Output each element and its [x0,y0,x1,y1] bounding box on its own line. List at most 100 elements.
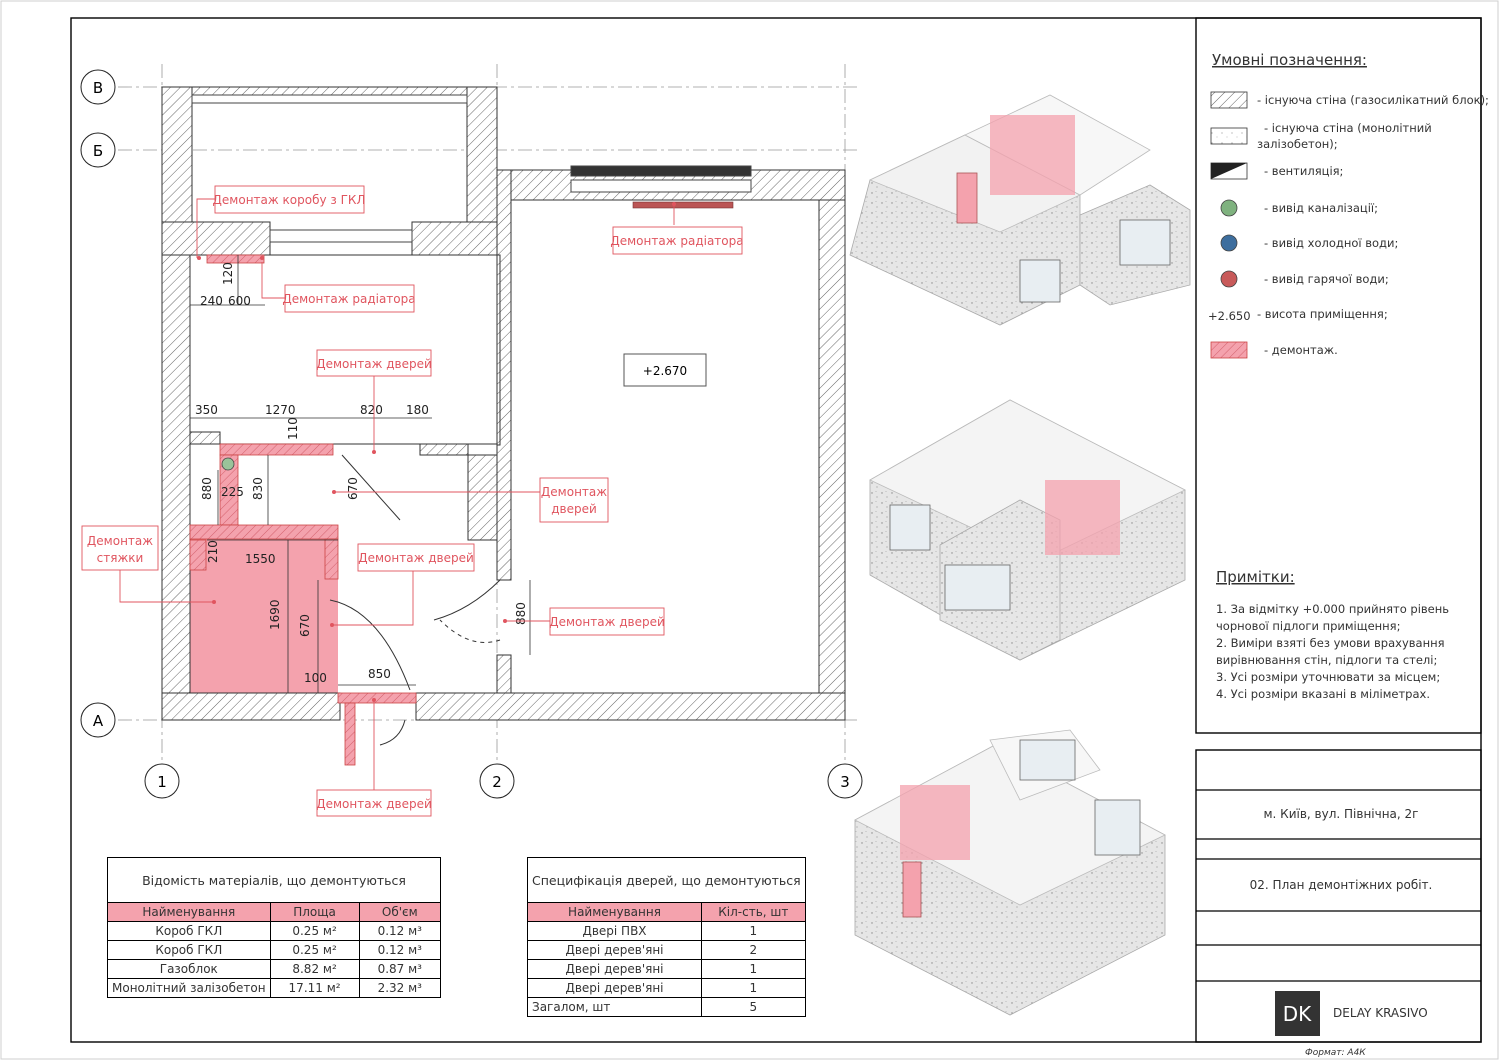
note-line-3: 2. Виміри взяті без умови врахування [1216,636,1445,650]
dim-880a: 880 [200,477,214,500]
callout-leaders [119,198,675,795]
legend-demolition-label: - демонтаж. [1264,343,1338,357]
dim-850: 850 [368,667,391,681]
dim-670a: 670 [346,477,360,500]
legend-height-symbol: +2.650 [1208,309,1251,323]
callout-door-4: Демонтаж дверей [549,615,665,629]
dim-1690: 1690 [268,599,282,630]
table-row: Монолітний залізобетон 17.11 м² 2.32 м³ [107,978,442,998]
callout-screed-line2: стяжки [97,551,144,565]
axis-label-col2: 2 [492,773,502,791]
doors-total-label: Загалом, шт [527,997,702,1017]
isometric-view-2 [869,399,1186,661]
dim-240: 240 [200,294,223,308]
table-total-row: Загалом, шт 5 [527,997,806,1017]
dim-225: 225 [221,485,244,499]
axis-label-rowA: А [93,712,104,730]
axis-label-col3: 3 [840,773,850,791]
legend-concrete-swatch [1210,127,1248,145]
callout-radiator-small: Демонтаж радіатора [282,292,415,306]
callout-door-2-line1: Демонтаж [541,485,607,499]
dim-180: 180 [406,403,429,417]
title-block-panel [1195,749,1482,1043]
materials-header-volume: Об'єм [358,902,442,922]
legend-title: Умовні позначення: [1212,51,1367,69]
materials-table-caption: Відомість матеріалів, що демонтуються [107,857,441,903]
table-row: Короб ГКЛ 0.25 м² 0.12 м³ [107,921,442,941]
note-line-5: 3. Усі розміри уточнювати за місцем; [1216,670,1440,684]
callout-door-2-line2: дверей [551,502,597,516]
axis-label-rowB: Б [93,142,103,160]
dim-1550: 1550 [245,552,276,566]
note-line-1: 1. За відмітку +0.000 прийнято рівень [1216,602,1449,616]
dim-120: 120 [221,262,235,285]
legend-wall-label: - існуюча стіна (газосилікатний блок); [1257,93,1489,107]
legend-hot-water-label: - вивід гарячої води; [1264,272,1389,286]
axis-bubble-rowV: В [80,69,116,105]
axis-label-col1: 1 [157,773,167,791]
legend-panel [1195,17,1482,734]
isometric-view-3 [854,729,1166,1016]
room-height-label: +2.670 [643,364,687,378]
dim-100: 100 [304,671,327,685]
dimension-texts: 240 600 120 350 1270 820 180 110 880 225… [195,262,528,685]
axis-bubble-col2: 2 [479,763,515,799]
notes-title: Примітки: [1216,568,1295,586]
callout-screed-line1: Демонтаж [87,534,153,548]
legend-hot-water-icon [1220,270,1238,288]
callout-box-demolition: Демонтаж коробу з ГКЛ [213,193,366,207]
dim-350: 350 [195,403,218,417]
axis-bubble-rowA: А [80,702,116,738]
sheet-title: 02. План демонтіжних робіт. [1250,878,1433,892]
callout-door-3: Демонтаж дверей [358,551,474,565]
legend-cold-water-icon [1220,234,1238,252]
screed-demolition-area [190,540,338,693]
demolition-door-entry [337,692,417,704]
legend-concrete-label-1: - існуюча стіна (монолітний [1264,121,1432,135]
demolition-wall-bath-left2 [189,539,207,571]
axis-bubble-col1: 1 [144,763,180,799]
note-line-4: вирівнювання стін, підлоги та стелі; [1216,653,1437,667]
table-row: Короб ГКЛ 0.25 м² 0.12 м³ [107,940,442,960]
legend-vent-label: - вентиляція; [1264,164,1343,178]
company-logo [1275,991,1320,1036]
materials-header-name: Найменування [107,902,271,922]
legend-sewer-icon [1220,199,1238,217]
dim-210: 210 [206,540,220,563]
callout-radiator-main: Демонтаж радіатора [610,234,743,248]
callout-texts: Демонтаж коробу з ГКЛ Демонтаж радіатора… [87,193,744,811]
legend-demolition-swatch [1210,341,1248,359]
table-row: Двері ПВХ 1 [527,921,806,941]
dim-820: 820 [360,403,383,417]
windows [191,94,752,243]
callout-boxes [81,185,743,817]
dim-830: 830 [251,477,265,500]
callout-door-5: Демонтаж дверей [316,797,432,811]
dim-1270: 1270 [265,403,296,417]
demolition-box-top [206,254,265,264]
legend-vent-swatch [1210,162,1248,180]
doors-table: Специфікація дверей, що демонтуються Най… [527,857,806,1017]
radiator-demolition [632,201,734,209]
dim-670b: 670 [298,614,312,637]
company-logo-text: DK [1283,1002,1312,1026]
room-height-box [623,353,707,387]
axis-label-rowV: В [93,79,103,97]
table-row: Двері дерев'яні 1 [527,959,806,979]
legend-height-label: - висота приміщення; [1257,307,1388,321]
callout-dots [197,202,676,702]
floor-plan [161,86,846,766]
company-name: DELAY KRASIVO [1333,1006,1428,1020]
materials-table: Відомість матеріалів, що демонтуються На… [107,857,442,998]
legend-concrete-label-2: залізобетон); [1257,137,1338,151]
note-line-2: чорнової підлоги приміщення; [1216,619,1400,633]
note-line-6: 4. Усі розміри вказані в міліметрах. [1216,687,1430,701]
materials-header-area: Площа [269,902,360,922]
demolition-wall-bath-mid [189,524,339,540]
demolition-wall-bath-top [219,443,334,456]
doors-header-qty: Кіл-сть, шт [701,902,806,922]
legend-sewer-label: - вивід каналізації; [1264,201,1378,215]
legend-cold-water-label: - вивід холодної води; [1264,236,1398,250]
